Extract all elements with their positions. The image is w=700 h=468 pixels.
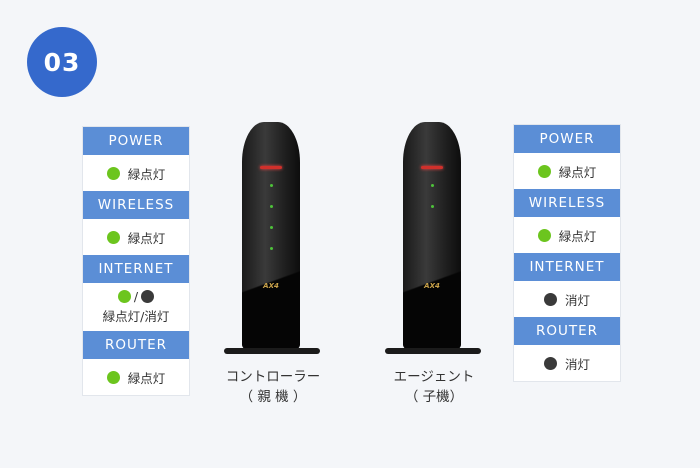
controller-led-panel: POWER 緑点灯 WIRELESS 緑点灯 INTERNET / 緑点灯/消灯… [82,126,190,396]
green-led-icon [106,230,120,244]
led-header-wireless: WIRELESS [83,191,189,219]
led-header-internet: INTERNET [83,255,189,283]
controller-router-image: AX4 [224,122,320,362]
controller-caption: コントローラー （ 親 機 ） [225,369,321,405]
led-status-wireless: 緑点灯 [83,219,189,255]
green-led-icon [106,166,120,180]
led-status-wireless: 緑点灯 [514,217,620,253]
agent-led-panel: POWER 緑点灯 WIRELESS 緑点灯 INTERNET 消灯 ROUTE… [513,124,621,382]
off-led-icon [141,290,155,303]
green-led-icon [106,370,120,384]
off-led-icon [543,292,557,306]
led-status-power: 緑点灯 [514,153,620,189]
agent-router-image: AX4 [385,122,481,362]
led-header-power: POWER [514,125,620,153]
green-led-icon [537,164,551,178]
led-header-wireless: WIRELESS [514,189,620,217]
off-led-icon [543,356,557,370]
led-status-router: 消灯 [514,345,620,381]
step-badge: 03 [27,27,97,97]
led-header-internet: INTERNET [514,253,620,281]
led-status-power: 緑点灯 [83,155,189,191]
led-status-router: 緑点灯 [83,359,189,395]
led-header-power: POWER [83,127,189,155]
led-status-internet: 消灯 [514,281,620,317]
router-logo: AX4 [263,282,279,290]
led-status-internet: / 緑点灯/消灯 [102,289,170,324]
green-led-icon [537,228,551,242]
led-header-router: ROUTER [83,331,189,359]
agent-caption: エージェント （ 子機） [393,369,475,405]
led-header-router: ROUTER [514,317,620,345]
router-logo: AX4 [424,282,440,290]
green-led-icon [117,290,131,303]
